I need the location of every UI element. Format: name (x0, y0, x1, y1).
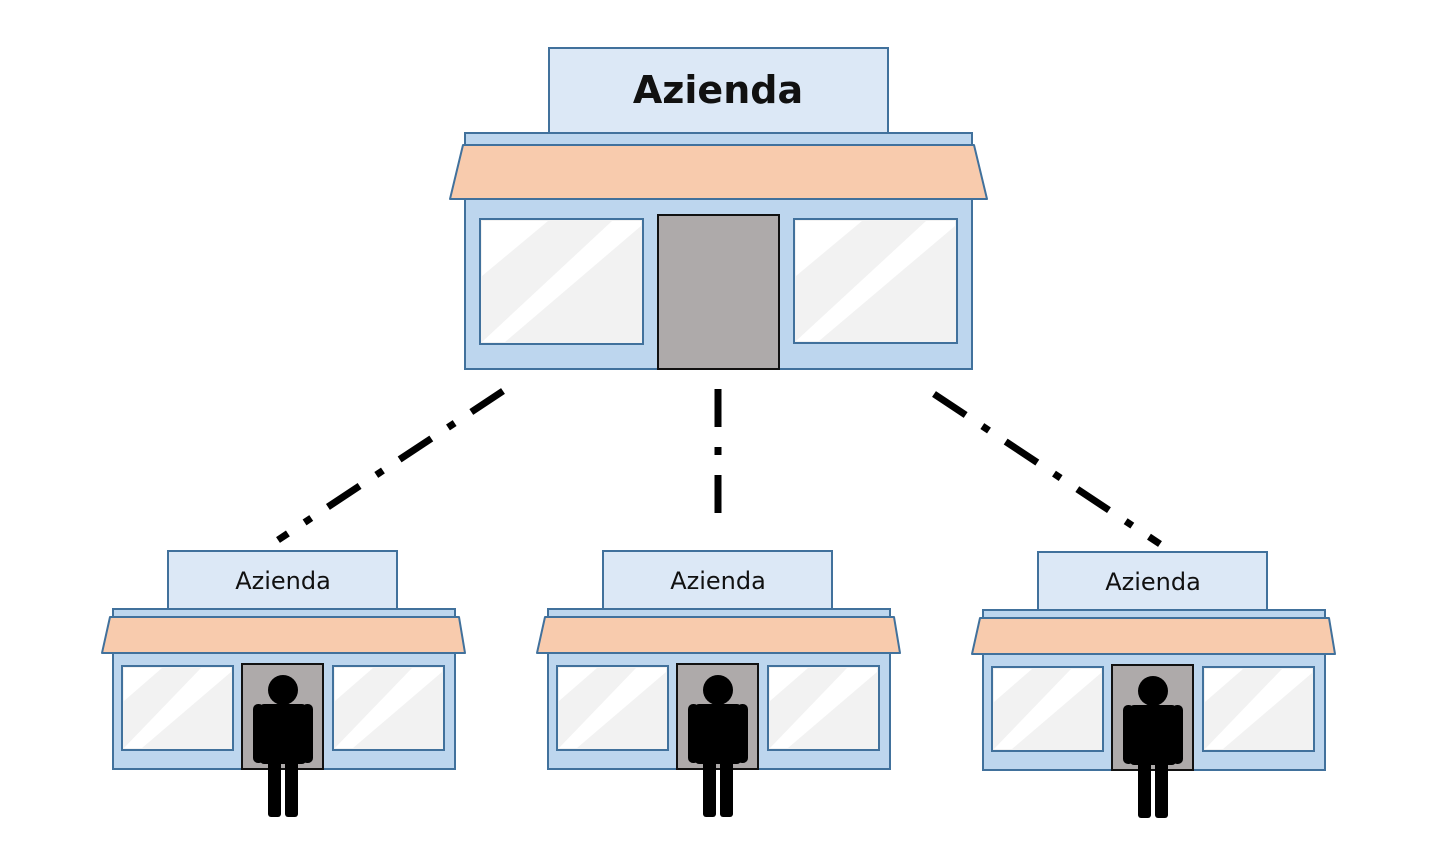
branch-store-3-label: Azienda (1105, 568, 1201, 596)
main-store: Azienda (449, 47, 988, 370)
main-store-label: Azienda (633, 68, 803, 112)
branch-store-2: Azienda (536, 550, 901, 818)
main-store-door (657, 214, 780, 370)
branch-store-1: Azienda (101, 550, 466, 818)
main-store-sign (548, 47, 889, 135)
main-store-awning (449, 144, 988, 200)
main-store-window-right (793, 218, 958, 344)
branch-store-3: Azienda (971, 551, 1336, 819)
branch-store-1-label: Azienda (235, 567, 331, 595)
connector-right (932, 391, 1162, 547)
branch-store-2-label: Azienda (670, 567, 766, 595)
connectors (276, 388, 1162, 547)
main-store-window-left (479, 218, 644, 345)
connector-left (276, 388, 505, 543)
